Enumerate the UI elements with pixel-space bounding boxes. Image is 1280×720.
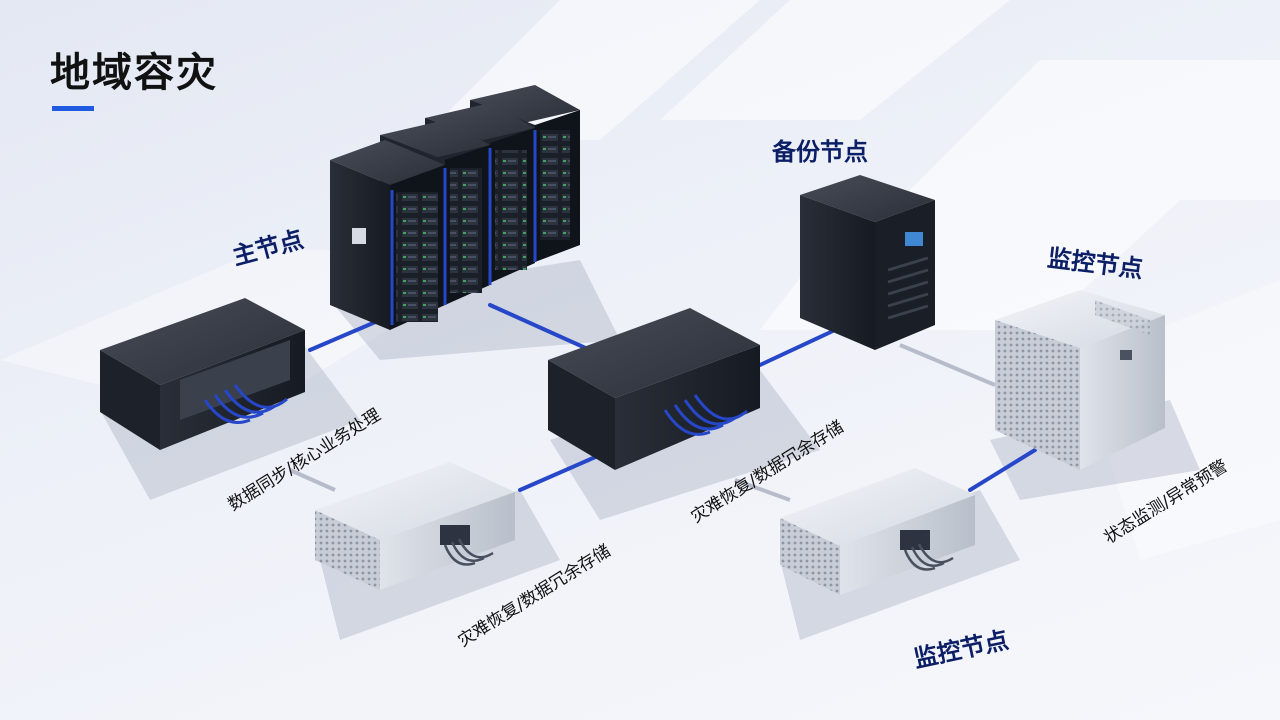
monitor-node-cabinet bbox=[995, 290, 1165, 470]
primary-rack-cluster bbox=[330, 85, 580, 330]
network-cables bbox=[308, 303, 1037, 492]
title-underline bbox=[52, 106, 94, 111]
power-cables bbox=[289, 343, 996, 502]
monitor-storage-unit bbox=[780, 468, 975, 595]
center-switch-chassis bbox=[548, 308, 760, 470]
backup-node-tower bbox=[800, 175, 935, 350]
backup-storage-unit bbox=[315, 462, 515, 590]
primary-switch-chassis bbox=[100, 298, 305, 450]
page-title: 地域容灾 bbox=[50, 50, 218, 96]
backup-node-label: 备份节点 bbox=[772, 138, 868, 166]
